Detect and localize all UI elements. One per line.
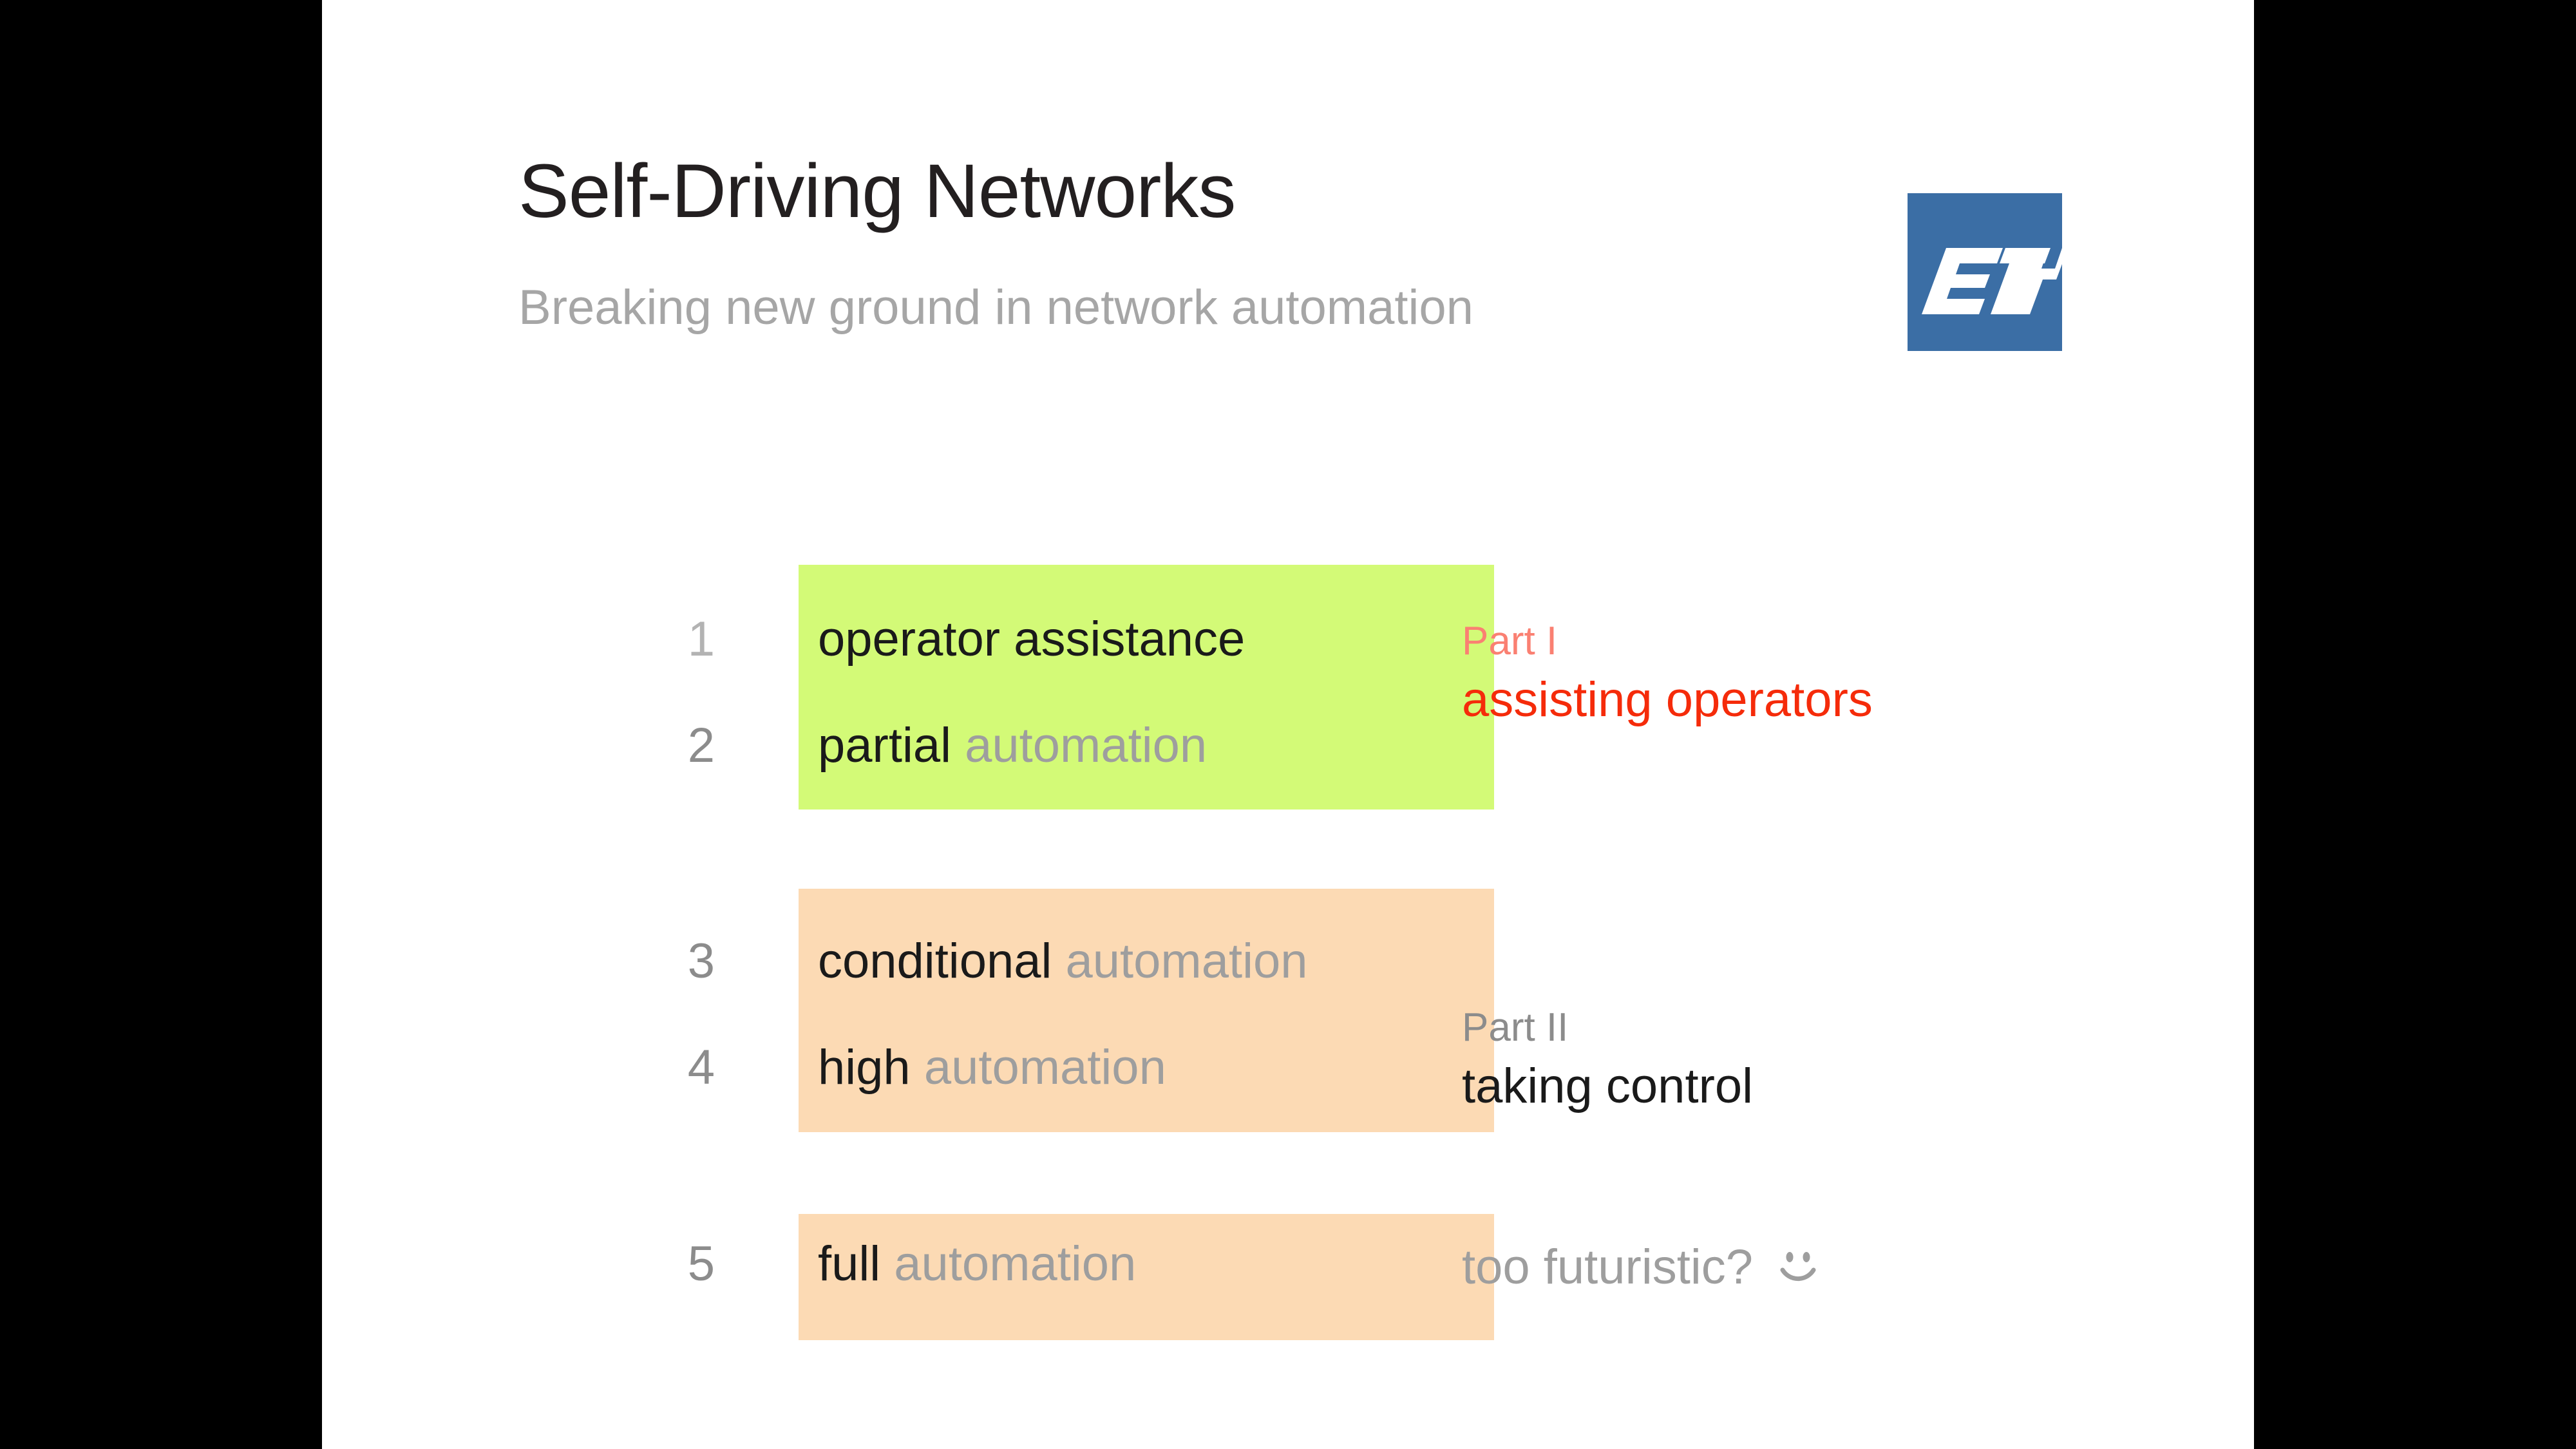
level-number: 4 xyxy=(687,1040,715,1095)
level-label: conditional automation xyxy=(818,937,1308,986)
footnote: too futuristic? xyxy=(1462,1243,1821,1292)
level-label: operator assistance xyxy=(818,615,1245,664)
level-label-muted: automation xyxy=(923,1040,1166,1095)
level-number: 1 xyxy=(687,612,715,667)
level-number: 3 xyxy=(687,934,715,989)
page-subtitle: Breaking new ground in network automatio… xyxy=(518,280,1473,335)
level-label-strong: operator assistance xyxy=(818,612,1245,667)
part-annotation-two: Part II taking control xyxy=(1462,1008,1753,1111)
level-label: partial automation xyxy=(818,721,1207,770)
part-annotation-one: Part I assisting operators xyxy=(1462,621,1873,724)
level-label: high automation xyxy=(818,1043,1166,1092)
band-part-one xyxy=(799,565,1494,810)
part-headline: assisting operators xyxy=(1462,672,1873,727)
level-label-muted: automation xyxy=(894,1236,1137,1291)
level-number: 5 xyxy=(687,1236,715,1291)
level-label: full automation xyxy=(818,1240,1136,1289)
level-label-muted: automation xyxy=(965,718,1208,773)
level-label-strong: partial xyxy=(818,718,965,773)
level-label-strong: full xyxy=(818,1236,895,1291)
level-label-strong: conditional xyxy=(818,934,1066,989)
part-headline: taking control xyxy=(1462,1059,1754,1113)
page-title: Self-Driving Networks xyxy=(518,149,1236,234)
part-kicker: Part I xyxy=(1462,619,1558,663)
part-kicker: Part II xyxy=(1462,1005,1569,1050)
level-label-strong: high xyxy=(818,1040,924,1095)
level-number: 2 xyxy=(687,718,715,773)
band-part-two xyxy=(799,889,1494,1132)
presentation-slide: Self-Driving Networks Breaking new groun… xyxy=(322,0,2254,1449)
eth-logo xyxy=(1908,193,2062,351)
footnote-text: too futuristic? xyxy=(1462,1240,1753,1294)
band-level-five xyxy=(799,1214,1494,1340)
level-label-muted: automation xyxy=(1065,934,1308,989)
smiley-face-icon xyxy=(1775,1247,1821,1293)
